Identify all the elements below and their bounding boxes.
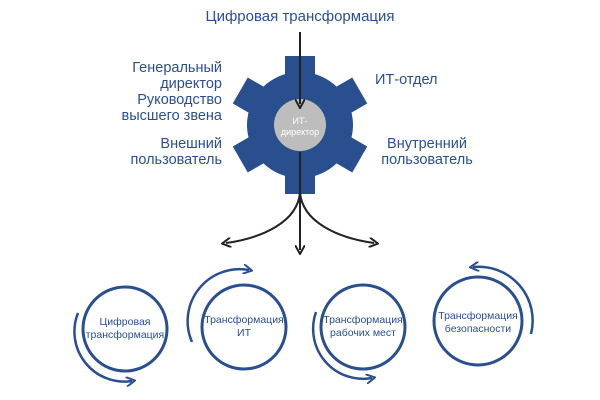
gear-center-label: ИТ- директор <box>276 116 324 138</box>
cycle-circle-4 <box>432 267 534 367</box>
label-it-department: ИТ-отдел <box>375 72 438 88</box>
cycle-circle-1 <box>73 285 169 382</box>
label-external-line-1: Внешний <box>160 136 222 152</box>
label-internal-line-2: пользователь <box>381 152 473 168</box>
label-gd-line-3: Руководство <box>137 92 222 108</box>
label-external-line-2: пользователь <box>130 152 222 168</box>
label-internal-line-1: Внутренний <box>387 136 467 152</box>
gear-label-line-2: директор <box>280 127 320 137</box>
diagram-title: Цифровая трансформация <box>205 8 395 25</box>
arrow-group-out <box>226 152 374 250</box>
label-general-director: Генеральный директор Руководство высшего… <box>100 60 222 124</box>
circle-2-line-2: ИТ <box>237 327 251 339</box>
circle-3-line-1: Трансформация <box>323 314 403 326</box>
circle-1-line-2: трансформация <box>85 329 165 341</box>
circle-label-digital: Цифровая трансформация <box>80 316 170 342</box>
cycle-circle-2 <box>186 269 288 371</box>
circle-label-it: Трансформация ИТ <box>196 314 292 340</box>
circle-3-line-2: рабочих мест <box>330 327 396 339</box>
gear-center <box>274 99 326 151</box>
label-external-user: Внешний пользователь <box>100 136 222 168</box>
circle-4-line-1: Трансформация <box>438 310 518 322</box>
circle-1-line-1: Цифровая <box>99 316 151 328</box>
label-gd-line-4: высшего звена <box>121 108 222 124</box>
label-internal-user: Внутренний пользователь <box>366 136 488 168</box>
label-gd-line-2: директор <box>160 76 222 92</box>
circle-4-line-2: безопасности <box>444 323 512 335</box>
circle-label-workplace: Трансформация рабочих мест <box>313 314 413 340</box>
circle-label-security: Трансформация безопасности <box>426 310 530 336</box>
gear-label-line-1: ИТ- <box>292 116 308 126</box>
circle-2-line-1: Трансформация <box>204 314 284 326</box>
cycle-circle-3 <box>311 283 407 379</box>
label-gd-line-1: Генеральный <box>132 60 222 76</box>
